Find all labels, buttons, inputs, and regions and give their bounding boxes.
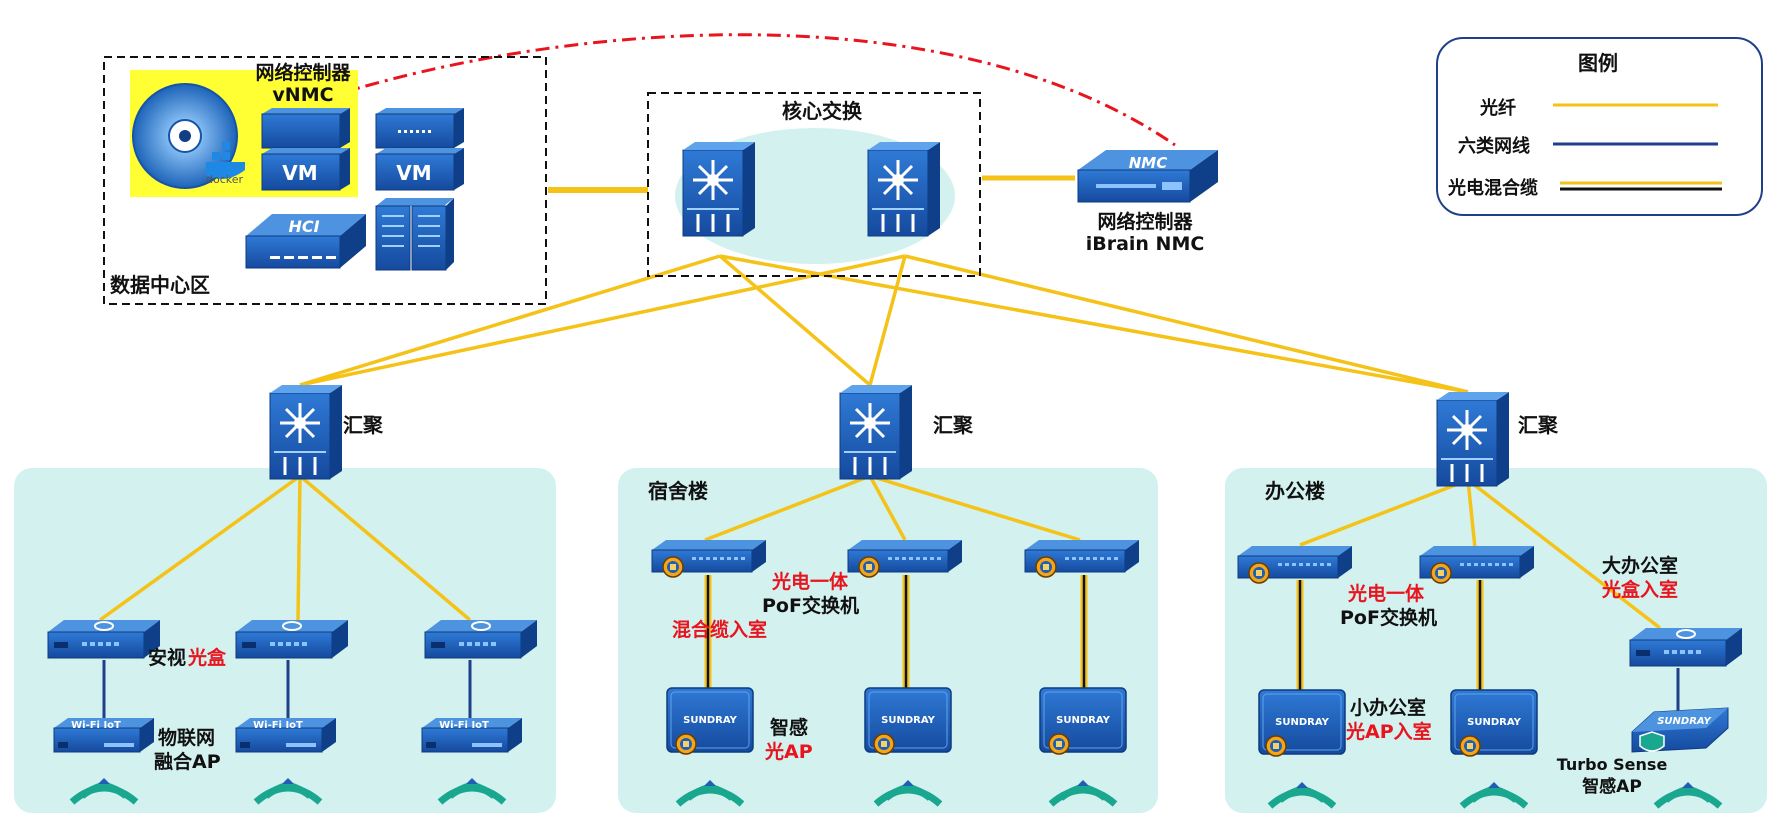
office-switch-label-red: 光电一体 [1347, 582, 1425, 605]
agg-label-middle: 汇聚 [933, 413, 974, 437]
nmc-label-line2: iBrain NMC [1086, 233, 1205, 255]
agg-label-right: 汇聚 [1518, 413, 1559, 437]
legend-item-hybrid-label: 光电混合缆 [1447, 177, 1538, 199]
iot-ap-label-line1: 物联网 [158, 726, 215, 749]
iot-ap-text-2: Wi-Fi IoT [253, 720, 303, 731]
dorm-title: 宿舍楼 [648, 479, 708, 503]
core-title: 核心交换 [782, 99, 863, 123]
pof-badge-icon-ao2 [1459, 735, 1481, 757]
legend: 图例 光纤 六类网线 光电混合缆 [1436, 37, 1763, 216]
core-border [647, 92, 981, 277]
legend-item-fiber-label: 光纤 [1479, 97, 1516, 119]
pof-badge-icon-o2 [1430, 562, 1452, 584]
shield-icon [1639, 731, 1665, 752]
small-office-label-red: 光AP入室 [1345, 720, 1432, 743]
cat6-links [102, 660, 1680, 720]
vnmc-label-line1: 网络控制器 [255, 61, 351, 84]
ap-brand-d1: SUNDRAY [683, 715, 737, 726]
vnmc-label-line2: vNMC [272, 84, 333, 106]
core-switch-right [866, 140, 942, 238]
light-box-1 [47, 619, 161, 659]
legend-title: 图例 [1578, 51, 1618, 75]
zone-left: 安视 光盒 Wi-Fi IoT Wi-Fi IoT Wi-Fi IoT 物联网 … [47, 619, 538, 802]
small-office-label: 小办公室 [1350, 696, 1426, 719]
office-light-box [1629, 627, 1743, 667]
ap-brand-o1: SUNDRAY [1275, 717, 1329, 728]
core-switch-left [681, 140, 757, 238]
pof-badge-icon-d1 [662, 556, 684, 578]
turbo-sense-ap: SUNDRAY [1631, 707, 1729, 753]
ap-brand-o2: SUNDRAY [1467, 717, 1521, 728]
turbo-ap-brand: SUNDRAY [1657, 716, 1712, 727]
turbo-label-line1: Turbo Sense [1557, 755, 1668, 774]
light-box-2 [235, 619, 349, 659]
vm-label-right: VM [396, 161, 431, 185]
pof-badge-icon-ao1 [1265, 735, 1287, 757]
big-office-label-red: 光盒入室 [1601, 578, 1678, 601]
office-title: 办公楼 [1265, 479, 1325, 503]
vm-server-top-left: VM [261, 108, 350, 191]
light-box-label: 安视 [148, 646, 186, 669]
docker-label: docker [206, 173, 244, 186]
dorm-cable-label-red: 混合缆入室 [672, 618, 767, 641]
agg-switch-middle [838, 383, 914, 481]
big-office-label: 大办公室 [1602, 554, 1678, 577]
ap-brand-d3: SUNDRAY [1056, 715, 1110, 726]
pof-badge-icon-o1 [1248, 562, 1270, 584]
dorm-ap-label: 智感 [770, 716, 808, 739]
turbo-label-line2: 智感AP [1582, 776, 1642, 797]
pof-badge-icon-ad3 [1048, 733, 1070, 755]
pof-badge-icon-d2 [858, 556, 880, 578]
nmc-label-line1: 网络控制器 [1097, 210, 1193, 233]
dorm-ap-label-red: 光AP [764, 740, 813, 763]
agg-switch-left [268, 383, 344, 481]
light-box-label-red: 光盒 [187, 646, 227, 669]
legend-box [1436, 37, 1763, 216]
datacenter-zone: docker 网络控制器 vNMC VM VM HCI [103, 56, 547, 305]
zone-dorm: 宿舍楼 光电一体 PoF交换机 混合缆入室 SUNDRAY SUNDRAY SU… [648, 479, 1140, 804]
pof-badge-icon-d3 [1035, 556, 1057, 578]
dorm-switch-label: PoF交换机 [762, 594, 859, 617]
iot-ap-label-line2: 融合AP [154, 750, 221, 773]
fiber-links [98, 175, 1662, 630]
office-switch-label: PoF交换机 [1340, 606, 1437, 629]
pof-badge-icon-ad2 [873, 733, 895, 755]
iot-ap-text-3: Wi-Fi IoT [439, 720, 489, 731]
hci-label: HCI [288, 217, 319, 236]
docker-icon [206, 142, 245, 179]
agg-switch-right [1435, 390, 1511, 488]
datacenter-border [103, 56, 547, 305]
vm-server-top-right: VM [375, 108, 464, 191]
vm-label-left: VM [282, 161, 317, 185]
nmc-device-label: NMC [1129, 154, 1168, 172]
zone-office-bg [1225, 468, 1767, 813]
core-zone: 核心交换 [647, 92, 981, 277]
rack-servers [375, 198, 454, 271]
legend-item-cat6-label: 六类网线 [1458, 135, 1530, 157]
datacenter-title: 数据中心区 [110, 273, 210, 297]
controller-link [309, 33, 1176, 147]
zone-office: 办公楼 光电一体 PoF交换机 SUNDRAY SUNDRAY 小办公室 光AP… [1237, 479, 1743, 806]
hybrid-links [704, 575, 1484, 690]
light-box-3 [424, 619, 538, 659]
agg-label-left: 汇聚 [343, 413, 384, 437]
hci-appliance: HCI [245, 214, 366, 269]
dorm-switch-label-red: 光电一体 [771, 570, 849, 593]
pof-badge-icon-ad1 [675, 733, 697, 755]
iot-ap-text-1: Wi-Fi IoT [71, 720, 121, 731]
ap-brand-d2: SUNDRAY [881, 715, 935, 726]
nmc-appliance: NMC 网络控制器 iBrain NMC [1077, 150, 1218, 255]
